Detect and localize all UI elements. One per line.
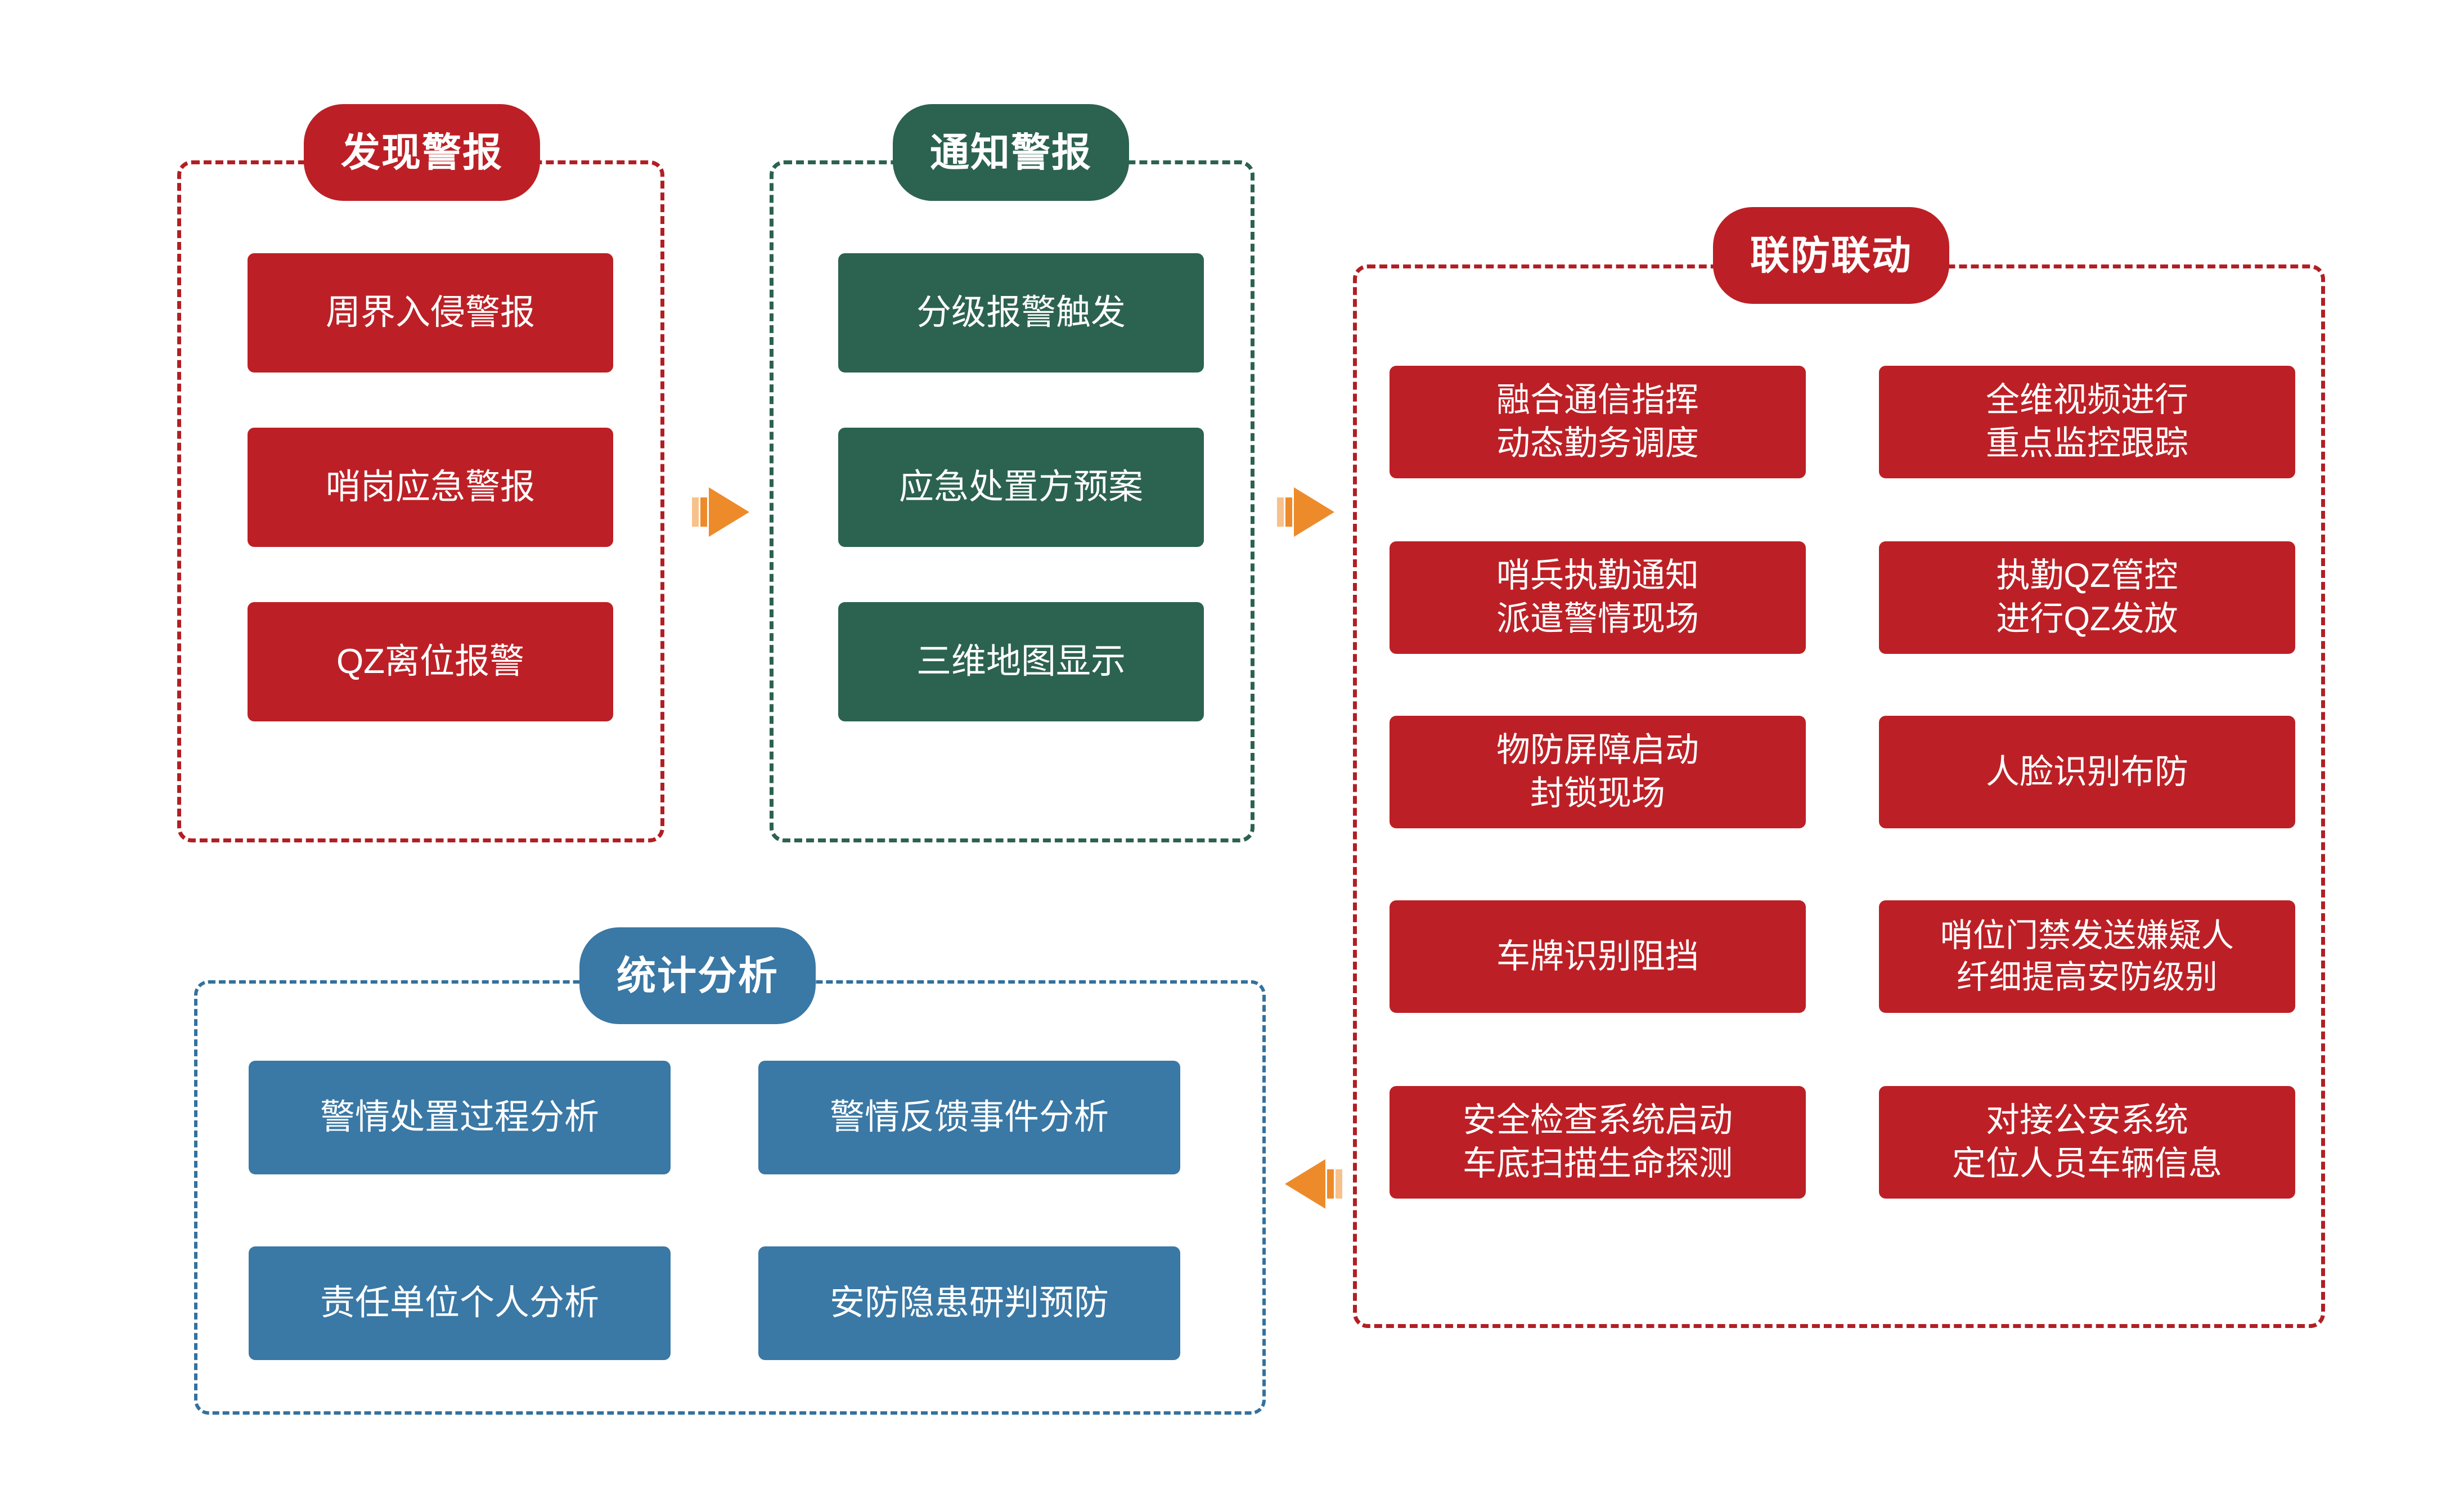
box-label: 周界入侵警报 <box>325 293 535 333</box>
box-label-line1: 哨兵执勤通知 <box>1496 557 1699 595</box>
box-label-line2: 派遣警情现场 <box>1496 600 1699 638</box>
box-label-line1: 全维视频进行 <box>1986 381 2188 419</box>
box-label: 分级报警触发 <box>916 293 1126 333</box>
box-label-line1: 人脸识别布防 <box>1986 752 2188 791</box>
box-label: 警情反馈事件分析 <box>829 1098 1109 1137</box>
box-label-line2: 动态勤务调度 <box>1496 424 1699 462</box>
box-label-line2: 纤细提高安防级别 <box>1956 959 2218 995</box>
box-discover-1[interactable]: 哨岗应急警报 <box>248 428 613 547</box>
box-label: 安防隐患研判预防 <box>829 1284 1109 1323</box>
box-label: QZ离位报警 <box>336 642 525 681</box>
group-pill-label-statistics: 统计分析 <box>617 954 779 998</box>
box-label-line2: 重点监控跟踪 <box>1986 424 2188 462</box>
box-joint-right-1[interactable]: 执勤QZ管控 进行QZ发放 <box>1879 541 2295 654</box>
group-pill-discover[interactable]: 发现警报 <box>304 104 540 201</box>
group-pill-notify[interactable]: 通知警报 <box>893 104 1129 201</box>
arrow-discover-to-notify-icon <box>691 483 753 541</box>
box-label-line2: 进行QZ发放 <box>1996 600 2178 638</box>
box-label: 责任单位个人分析 <box>320 1284 599 1323</box>
box-joint-right-0[interactable]: 全维视频进行 重点监控跟踪 <box>1879 366 2295 478</box>
box-notify-1[interactable]: 应急处置方预案 <box>838 428 1204 547</box>
box-label-line1: 安全检查系统启动 <box>1463 1101 1733 1139</box>
box-joint-right-2[interactable]: 人脸识别布防 <box>1879 716 2295 828</box>
arrow-joint-defense-to-statistics-icon <box>1282 1155 1343 1213</box>
box-label-line2: 车底扫描生命探测 <box>1463 1145 1733 1182</box>
arrow-notify-to-joint-defense-icon <box>1276 483 1338 541</box>
box-label: 应急处置方预案 <box>898 468 1143 507</box>
box-label-line2: 定位人员车辆信息 <box>1952 1145 2222 1182</box>
box-discover-0[interactable]: 周界入侵警报 <box>248 253 613 373</box>
box-label-line1: 物防屏障启动 <box>1496 731 1699 769</box>
box-label-line1: 哨位门禁发送嫌疑人 <box>1940 917 2234 954</box>
group-pill-label-discover: 发现警报 <box>341 131 503 174</box>
box-notify-0[interactable]: 分级报警触发 <box>838 253 1204 373</box>
box-joint-left-2[interactable]: 物防屏障启动 封锁现场 <box>1390 716 1806 828</box>
group-pill-statistics[interactable]: 统计分析 <box>579 927 816 1024</box>
box-label-line1: 执勤QZ管控 <box>1996 557 2178 595</box>
box-statistics-0[interactable]: 警情处置过程分析 <box>249 1061 671 1174</box>
box-label: 三维地图显示 <box>916 642 1126 681</box>
box-label-line1: 对接公安系统 <box>1986 1101 2188 1139</box>
box-label-line1: 融合通信指挥 <box>1496 381 1699 419</box>
box-joint-left-0[interactable]: 融合通信指挥 动态勤务调度 <box>1390 366 1806 478</box>
group-pill-label-notify: 通知警报 <box>930 131 1092 174</box>
box-statistics-2[interactable]: 责任单位个人分析 <box>249 1246 671 1360</box>
box-statistics-1[interactable]: 警情反馈事件分析 <box>758 1061 1180 1174</box>
box-joint-left-1[interactable]: 哨兵执勤通知 派遣警情现场 <box>1390 541 1806 654</box>
box-label: 哨岗应急警报 <box>325 468 535 507</box>
box-label: 警情处置过程分析 <box>320 1098 599 1137</box>
box-label-line1: 车牌识别阻挡 <box>1496 937 1699 975</box>
box-joint-left-4[interactable]: 安全检查系统启动 车底扫描生命探测 <box>1390 1086 1806 1199</box>
box-joint-left-3[interactable]: 车牌识别阻挡 <box>1390 900 1806 1013</box>
box-joint-right-3[interactable]: 哨位门禁发送嫌疑人 纤细提高安防级别 <box>1879 900 2295 1013</box>
box-joint-right-4[interactable]: 对接公安系统 定位人员车辆信息 <box>1879 1086 2295 1199</box>
box-label-line2: 封锁现场 <box>1530 774 1665 812</box>
box-notify-2[interactable]: 三维地图显示 <box>838 602 1204 721</box>
group-pill-label-joint-defense: 联防联动 <box>1750 234 1912 277</box>
box-discover-2[interactable]: QZ离位报警 <box>248 602 613 721</box>
box-statistics-3[interactable]: 安防隐患研判预防 <box>758 1246 1180 1360</box>
group-pill-joint-defense[interactable]: 联防联动 <box>1713 207 1949 304</box>
